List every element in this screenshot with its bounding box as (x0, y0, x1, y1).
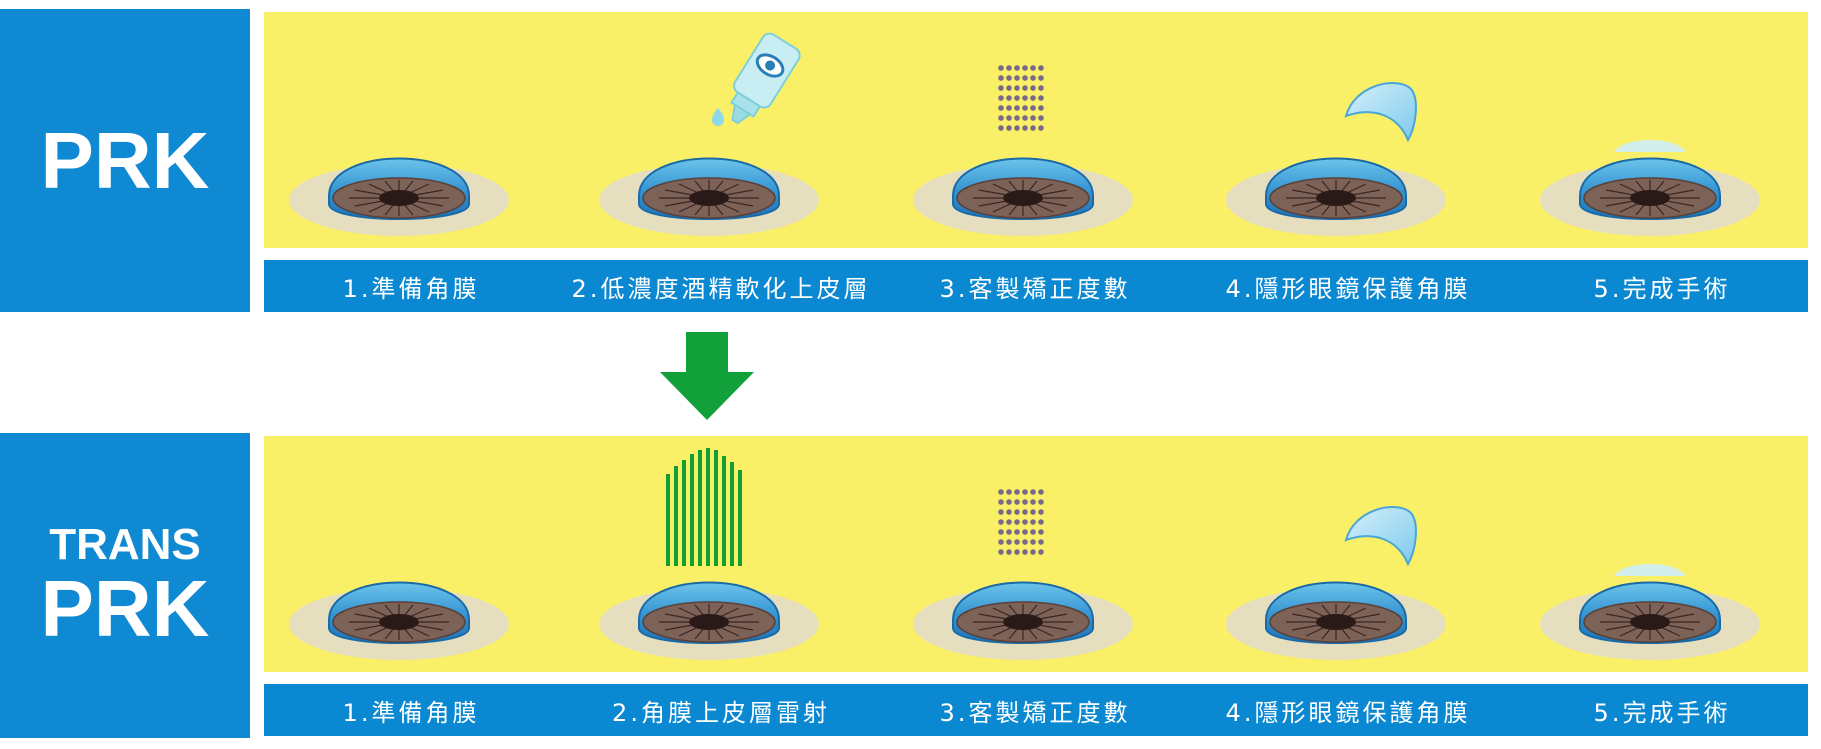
trans-eye-1 (289, 581, 509, 661)
trans-step-2: 2.角膜上皮層雷射 (612, 698, 830, 727)
trans-prk-label-line-1: TRANS (49, 520, 201, 570)
laser-dot-grid (998, 489, 1044, 555)
trans-prk-label-line-2: PRK (40, 563, 210, 653)
prk-label: PRK (0, 9, 250, 312)
trans-step-4: 4.隱形眼鏡保護角膜 (1225, 698, 1471, 727)
prk-eye-1 (289, 157, 509, 237)
lens-on-eye (1614, 140, 1686, 152)
prk-step-1: 1.準備角膜 (342, 274, 480, 303)
trans-eye-2 (599, 581, 819, 661)
trans-eye-3 (913, 581, 1133, 661)
trans-step-5: 5.完成手術 (1593, 698, 1731, 727)
prk-label-line-1: PRK (40, 115, 210, 205)
laser-dot-grid (998, 65, 1044, 131)
prk-step-3: 3.客製矯正度數 (939, 274, 1131, 303)
trans-step-3: 3.客製矯正度數 (939, 698, 1131, 727)
down-arrow-icon (660, 332, 754, 420)
prk-step-5: 5.完成手術 (1593, 274, 1731, 303)
prk-eye-2 (599, 157, 819, 237)
trans-prk-label: TRANS PRK (0, 433, 250, 738)
contact-lens-icon (1345, 506, 1417, 565)
laser-beam-icon (666, 448, 742, 566)
prk-step-2: 2.低濃度酒精軟化上皮層 (571, 274, 871, 303)
trans-step-1: 1.準備角膜 (342, 698, 480, 727)
eye-drop-bottle-icon (712, 32, 801, 126)
prk-step-4: 4.隱形眼鏡保護角膜 (1225, 274, 1471, 303)
contact-lens-icon (1345, 82, 1417, 141)
prk-eye-3 (913, 157, 1133, 237)
trans-prk-steps-bar: 1.準備角膜 2.角膜上皮層雷射 3.客製矯正度數 4.隱形眼鏡保護角膜 5.完… (264, 684, 1808, 736)
lens-on-eye (1614, 564, 1686, 576)
prk-steps-bar: 1.準備角膜 2.低濃度酒精軟化上皮層 3.客製矯正度數 4.隱形眼鏡保護角膜 … (264, 260, 1808, 312)
